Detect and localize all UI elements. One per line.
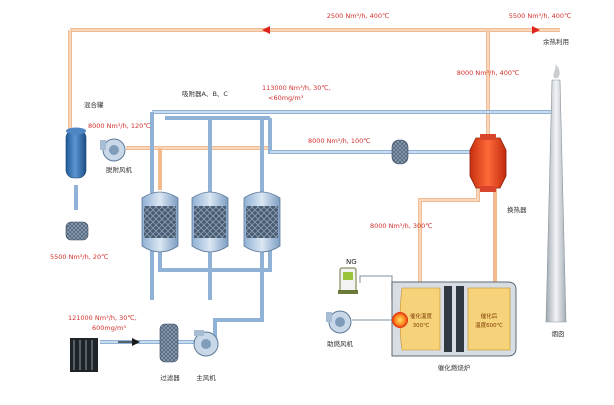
label-fresh-air-flow: 5500 Nm³/h, 20℃	[50, 253, 108, 261]
label-filter: 过滤器	[160, 373, 180, 382]
combustion-fan	[326, 310, 352, 334]
label-main-fan: 主风机	[196, 373, 216, 382]
label-post-temp-2: 温度600℃	[475, 321, 503, 329]
filter	[159, 323, 179, 363]
label-mixing-flow: 8000 Nm³/h, 120℃	[88, 122, 151, 130]
flow-arrow-reuse	[532, 26, 540, 34]
flow-arrows	[118, 26, 540, 346]
label-combustion-fan: 助燃风机	[327, 339, 354, 348]
label-ng: NG	[346, 258, 357, 266]
exhaust-inlet-grille	[70, 338, 98, 372]
aux-lines	[352, 275, 393, 321]
label-riser-flow: 8000 Nm³/h, 400℃	[457, 69, 520, 77]
labels: 2500 Nm³/h, 400℃ 5500 Nm³/h, 400℃ 余热利用 8…	[50, 12, 571, 382]
label-inlet-flow-1: 121000 Nm³/h, 30℃,	[68, 314, 137, 322]
desorb-line-damper	[391, 139, 409, 165]
label-combustion-furnace: 催化燃烧炉	[438, 363, 471, 372]
mixing-tank	[65, 127, 87, 179]
label-inlet-flow-2: 600mg/m³	[92, 324, 126, 332]
label-mixing-tank: 混合罐	[84, 100, 104, 109]
adsorber-b	[191, 191, 229, 253]
label-top-flow-right: 5500 Nm³/h, 400℃	[509, 12, 572, 20]
main-fan	[193, 330, 219, 357]
adsorbers	[141, 191, 281, 253]
flow-arrow-inlet	[132, 338, 140, 346]
burner-flame	[392, 312, 408, 328]
adsorber-c	[243, 191, 281, 253]
label-post-temp-1: 催化后	[481, 312, 498, 320]
label-exchanger-outlet-flow: 8000 Nm³/h, 300℃	[370, 222, 433, 230]
label-top-flow-left: 2500 Nm³/h, 400℃	[327, 12, 390, 20]
ng-station	[338, 267, 358, 294]
flow-arrow-top	[262, 26, 270, 34]
label-chimney: 烟囱	[552, 329, 565, 338]
label-heat-exchanger: 换热器	[507, 205, 527, 214]
desorption-fan	[100, 138, 126, 162]
adsorber-a	[141, 191, 179, 253]
label-desorption-fan: 脱附风机	[106, 165, 133, 174]
label-main-flow-1: 113000 Nm³/h, 30℃,	[262, 84, 331, 92]
catalytic-furnace	[391, 281, 517, 357]
label-pre-temp-2: 300℃	[413, 322, 430, 329]
fresh-air-damper	[65, 221, 89, 241]
label-main-flow-2: <60mg/m³	[268, 94, 304, 102]
chimney: 烟囱	[545, 64, 567, 338]
label-desorb-line-flow: 8000 Nm³/h, 100℃	[308, 137, 371, 145]
heat-exchanger	[469, 134, 507, 192]
label-heat-reuse: 余热利用	[543, 37, 569, 46]
label-pre-temp-1: 催化温度	[410, 312, 433, 320]
label-adsorbers: 吸附器A、B、C	[182, 89, 228, 98]
